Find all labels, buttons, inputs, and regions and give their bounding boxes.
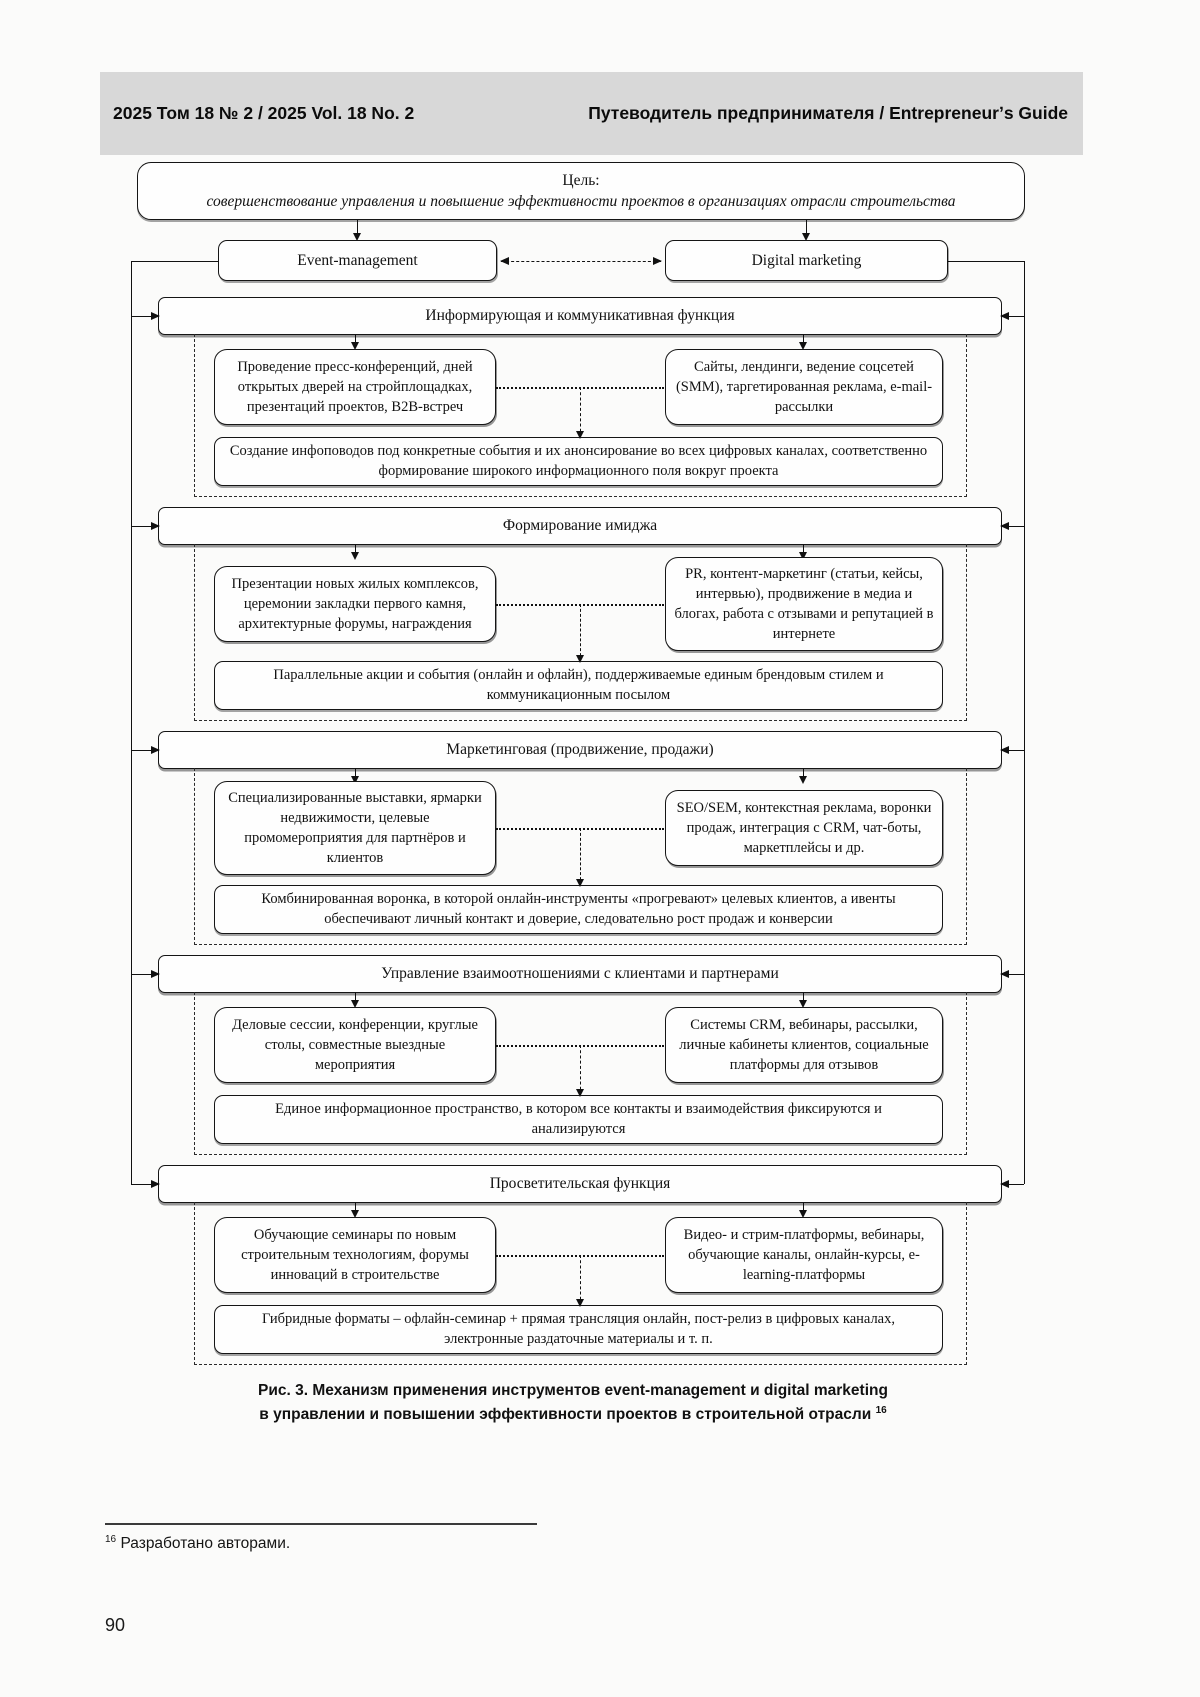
tools-drop-arrow (576, 604, 584, 663)
event-tools-box: Специализированные выставки, ярмарки нед… (214, 781, 496, 875)
event-management-label: Event-management (297, 251, 418, 269)
caption-line2: в управлении и повышении эффективности п… (259, 1404, 887, 1423)
event-digital-sync-arrow (500, 256, 662, 265)
band-group: Презентации новых жилых комплексов, цере… (194, 544, 967, 721)
rail-arrow-right-icon (1000, 746, 1024, 754)
synthesis-box: Создание инфоповодов под конкретные собы… (214, 437, 943, 486)
connector-header-to-event-tools (351, 992, 359, 1008)
connector-header-to-digital-tools (799, 334, 807, 350)
page-number: 90 (105, 1615, 126, 1635)
band-title: Информирующая и коммуникативная функция (425, 307, 735, 324)
event-tools-box: Проведение пресс-конференций, дней откры… (214, 349, 496, 425)
band-marketing: Маркетинговая (продвижение, продажи) Спе… (113, 731, 1033, 945)
synthesis-box: Единое информационное пространство, в ко… (214, 1095, 943, 1144)
connector-header-to-digital-tools (799, 1202, 807, 1218)
caption-footnote-ref: 16 (875, 1404, 887, 1416)
tools-drop-arrow (576, 1045, 584, 1097)
synthesis-box: Гибридные форматы – офлайн-семинар + пря… (214, 1305, 943, 1354)
tools-row: Деловые сессии, конференции, круглые сто… (214, 1005, 943, 1097)
rail-arrow-left-icon (131, 522, 160, 530)
goal-box: Цель: совершенствование управления и пов… (137, 162, 1025, 220)
band-group: Специализированные выставки, ярмарки нед… (194, 768, 967, 945)
band-image: Формирование имиджа Презентации новых жи… (113, 507, 1033, 721)
rail-right (1024, 260, 1025, 1184)
band-group: Проведение пресс-конференций, дней откры… (194, 334, 967, 497)
band-crm: Управление взаимоотношениями с клиентами… (113, 955, 1033, 1155)
digital-tools-box: SEO/SEM, контекстная реклама, воронки пр… (665, 790, 943, 866)
content-column: Цель: совершенствование управления и пов… (105, 162, 1035, 1636)
band-title: Формирование имиджа (502, 517, 658, 534)
connector-header-to-digital-tools (799, 992, 807, 1008)
rail-arrow-right-icon (1000, 970, 1024, 978)
tools-row: Презентации новых жилых комплексов, цере… (214, 557, 943, 663)
band-education: Просветительская функция Обучающие семин… (113, 1165, 1033, 1365)
connector-header-to-event-tools (351, 768, 359, 784)
event-management-box: Event-management (218, 240, 497, 281)
footnote-text: Разработано авторами. (120, 1535, 291, 1552)
figure-caption: Рис. 3. Механизм применения инструментов… (113, 1379, 1033, 1427)
connector-header-to-digital-tools (799, 544, 807, 560)
band-header: Просветительская функция (131, 1165, 1024, 1203)
band-informing: Информирующая и коммуникативная функция … (113, 297, 1033, 497)
diagram: Цель: совершенствование управления и пов… (113, 162, 1033, 1365)
digital-tools-box: PR, контент-маркетинг (статьи, кейсы, ин… (665, 557, 943, 651)
tools-row: Специализированные выставки, ярмарки нед… (214, 781, 943, 887)
event-tools-box: Обучающие семинары по новым строительным… (214, 1217, 496, 1293)
rail-arrow-left-icon (131, 1180, 160, 1188)
band-header: Маркетинговая (продвижение, продажи) (131, 731, 1024, 769)
connector-header-to-event-tools (351, 1202, 359, 1218)
digital-tools-box: Видео- и стрим-платформы, вебинары, обуч… (665, 1217, 943, 1293)
digital-marketing-label: Digital marketing (751, 251, 862, 269)
connector-header-to-digital-tools (799, 768, 807, 784)
connector-goal-to-digital (802, 220, 810, 241)
band-header: Информирующая и коммуникативная функция (131, 297, 1024, 335)
issue-info: 2025 Том 18 № 2 / 2025 Vol. 18 No. 2 (113, 103, 415, 123)
tools-drop-arrow (576, 1255, 584, 1307)
tools-drop-arrow (576, 387, 584, 439)
connector-header-to-event-tools (351, 544, 359, 560)
digital-marketing-box: Digital marketing (665, 240, 948, 281)
pillars-row: Event-management Digital marketing (113, 220, 1033, 281)
footnote-ref: 16 (105, 1533, 117, 1545)
tools-row: Обучающие семинары по новым строительным… (214, 1215, 943, 1307)
band-title: Просветительская функция (489, 1175, 671, 1192)
journal-header-bar: 2025 Том 18 № 2 / 2025 Vol. 18 No. 2 Пут… (100, 72, 1083, 155)
event-tools-box: Деловые сессии, конференции, круглые сто… (214, 1007, 496, 1083)
rail-arrow-right-icon (1000, 1180, 1024, 1188)
rail-arrow-left-icon (131, 746, 160, 754)
rail-arrow-left-icon (131, 312, 160, 320)
rail-arrow-right-icon (1000, 522, 1024, 530)
footnote: 16 Разработано авторами. (105, 1533, 1035, 1553)
journal-name: Путеводитель предпринимателя / Entrepren… (588, 103, 1068, 123)
digital-tools-box: Системы CRM, вебинары, рассылки, личные … (665, 1007, 943, 1083)
connector-digital-to-rail (948, 260, 1024, 262)
goal-subtitle: совершенствование управления и повышение… (206, 193, 956, 210)
tools-drop-arrow (576, 828, 584, 887)
band-group: Деловые сессии, конференции, круглые сто… (194, 992, 967, 1155)
footnote-rule (105, 1523, 537, 1525)
connector-goal-to-event (353, 220, 361, 241)
band-group: Обучающие семинары по новым строительным… (194, 1202, 967, 1365)
connector-header-to-event-tools (351, 334, 359, 350)
synthesis-box: Параллельные акции и события (онлайн и о… (214, 661, 943, 710)
band-header: Управление взаимоотношениями с клиентами… (131, 955, 1024, 993)
synthesis-box: Комбинированная воронка, в которой онлай… (214, 885, 943, 934)
goal-title: Цель: (562, 172, 600, 189)
rail-left (131, 260, 132, 1184)
band-title: Маркетинговая (продвижение, продажи) (446, 741, 714, 758)
tools-row: Проведение пресс-конференций, дней откры… (214, 347, 943, 439)
caption-line1: Рис. 3. Механизм применения инструментов… (258, 1382, 888, 1399)
event-tools-box: Презентации новых жилых комплексов, цере… (214, 566, 496, 642)
connector-event-to-rail (131, 260, 218, 262)
digital-tools-box: Сайты, лендинги, ведение соцсетей (SMM),… (665, 349, 943, 425)
band-header: Формирование имиджа (131, 507, 1024, 545)
rail-arrow-right-icon (1000, 312, 1024, 320)
band-title: Управление взаимоотношениями с клиентами… (381, 965, 779, 982)
rail-arrow-left-icon (131, 970, 160, 978)
